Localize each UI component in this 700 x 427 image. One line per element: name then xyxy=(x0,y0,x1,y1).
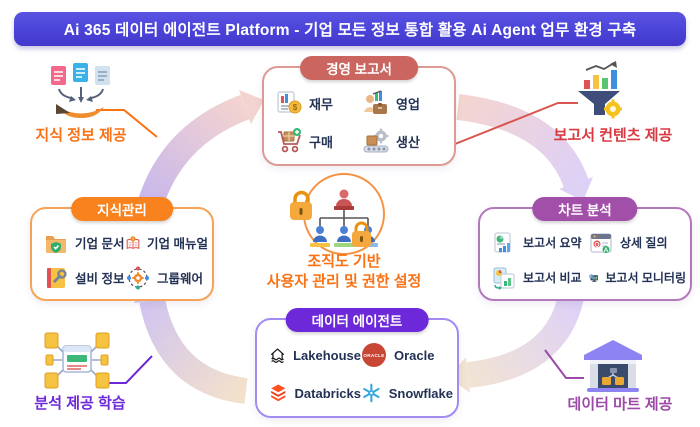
svg-text:$: $ xyxy=(293,103,298,112)
finance-report-icon: $ xyxy=(277,91,302,114)
agent-item-oracle: ORACLE Oracle xyxy=(361,336,453,374)
connector-report-content xyxy=(449,102,578,147)
svg-text:Q: Q xyxy=(594,241,599,248)
report-content-label: 보고서 컨텐츠 제공 xyxy=(553,127,673,144)
center-caption: 조직도 기반 사용자 관리 및 권한 설정 xyxy=(254,252,434,293)
data-warehouse-icon xyxy=(584,340,642,392)
agent-item-databricks: Databricks xyxy=(269,374,361,412)
agent-item-snowflake: Snowflake xyxy=(361,374,453,412)
page-title: Ai 365 데이터 에이전트 Platform - 기업 모든 정보 통합 활… xyxy=(63,22,637,39)
data-agent-box: 데이터 에이전트 Lakehouse ORACLE Oracle xyxy=(255,308,459,418)
data-mart-label: 데이터 마트 제공 xyxy=(567,396,673,413)
title-banner: Ai 365 데이터 에이전트 Platform - 기업 모든 정보 통합 활… xyxy=(14,12,686,46)
flow-arrow-top-right xyxy=(456,94,593,201)
chart-item-compare: 보고서 비교 xyxy=(492,260,589,295)
snowflake-logo xyxy=(363,383,380,403)
svg-text:i: i xyxy=(132,236,133,241)
sales-person-icon xyxy=(364,90,387,114)
report-item-sales: 영업 xyxy=(363,84,450,122)
org-chart-circle xyxy=(303,173,385,255)
production-gear-icon xyxy=(363,128,389,153)
report-item-purchase: 구매 xyxy=(276,122,363,160)
manual-book-icon: i xyxy=(126,235,140,249)
svg-text:ORACLE: ORACLE xyxy=(363,353,384,358)
lakehouse-logo xyxy=(271,348,285,363)
flow-arrow-bottom-right xyxy=(448,293,584,393)
oracle-logo: ORACLE xyxy=(362,343,386,367)
knowledge-mgmt-box: 지식관리 기업 문서 i xyxy=(30,197,214,301)
management-report-box: 경영 보고서 $ 재무 xyxy=(262,56,456,166)
funnel-chart-icon xyxy=(578,61,622,119)
chart-item-query: Q A 상세 질의 xyxy=(589,225,686,260)
management-report-title: 경영 보고서 xyxy=(300,56,418,80)
knowledge-item-groupware: 그룹웨어 xyxy=(126,260,208,295)
knowledge-mgmt-title: 지식관리 xyxy=(71,197,173,221)
knowledge-provide-label: 지식 정보 제공 xyxy=(35,127,127,144)
lock-icon xyxy=(352,221,371,247)
connector-data-mart xyxy=(544,349,584,379)
chart-item-monitoring: 보고서 모니터링 xyxy=(589,260,686,295)
lock-icon xyxy=(290,190,312,220)
chart-analysis-box: 차트 분석 보고서 요약 xyxy=(478,197,692,301)
report-item-production: 생산 xyxy=(363,122,450,160)
groupware-gear-icon xyxy=(127,266,149,289)
connector-knowledge-provide xyxy=(96,109,158,138)
chart-analysis-title: 차트 분석 xyxy=(532,197,638,221)
connector-analysis-learning xyxy=(106,355,153,384)
report-item-finance: $ 재무 xyxy=(276,84,363,122)
svg-text:A: A xyxy=(604,247,609,254)
report-monitor-icon xyxy=(589,273,598,282)
knowledge-item-manual: i 기업 매뉴얼 xyxy=(126,225,208,260)
data-agent-title: 데이터 에이전트 xyxy=(285,308,429,332)
report-summary-icon xyxy=(494,231,511,253)
folder-shield-icon xyxy=(46,235,66,253)
chart-item-summary: 보고서 요약 xyxy=(492,225,589,260)
center-caption-line2: 사용자 관리 및 권한 설정 xyxy=(266,273,422,291)
databricks-logo xyxy=(271,384,286,402)
agent-item-lakehouse: Lakehouse xyxy=(269,336,361,374)
documents-to-hand-icon xyxy=(51,63,110,118)
knowledge-item-equipment: 설비 정보 xyxy=(44,260,126,295)
analysis-learning-label: 분석 제공 학습 xyxy=(34,395,126,412)
analysis-network-icon xyxy=(44,332,110,389)
detail-query-icon: Q A xyxy=(590,232,612,254)
center-caption-line1: 조직도 기반 xyxy=(307,253,381,270)
purchase-cart-icon xyxy=(278,128,301,153)
knowledge-item-docs: 기업 문서 xyxy=(44,225,126,260)
equipment-book-icon xyxy=(47,267,67,288)
report-compare-icon xyxy=(493,266,515,290)
